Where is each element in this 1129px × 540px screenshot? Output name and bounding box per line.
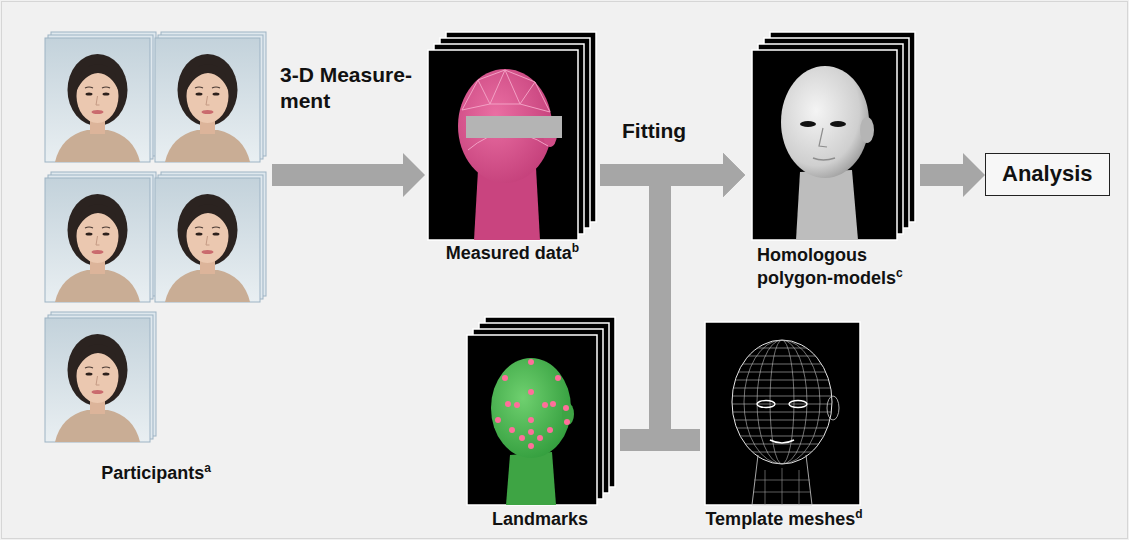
arrow-shaft [620,175,723,440]
homologous-model-stack [752,32,915,240]
homologous-model-panel: Homologous polygon-modelsc [745,28,920,291]
caption-text: Template meshes [705,509,855,529]
image-area [40,30,272,462]
caption-text: Landmarks [492,509,588,529]
arrow-shaft [920,164,963,186]
footnote-mark: c [896,266,903,280]
image-area [700,318,868,508]
caption: Participantsa [40,462,272,485]
step-label: 3-D Measure- ment [280,62,420,115]
caption-text: Participants [101,463,204,483]
arrow-head [723,153,745,197]
arrow-shaft [660,175,723,440]
caption: Analysis [1002,160,1093,189]
caption: Homologous polygon-modelsc [745,244,920,291]
caption-text: Homologous polygon-models [757,245,896,288]
caption: Landmarks [460,508,620,531]
participants-panel: Participantsa [40,30,272,485]
caption: Template meshesd [700,508,868,531]
footnote-mark: a [204,461,211,475]
participant-photos [45,32,266,442]
image-area [425,28,600,242]
measured-scan-stack [428,32,596,240]
landmarks-panel: Landmarks [460,313,620,531]
caption-text: Measured data [446,243,572,263]
arrow-head [723,153,745,197]
arrow-head [963,153,985,197]
image-area [745,28,920,244]
arrow-head [723,153,745,197]
caption: Measured datab [425,242,600,265]
measured-data-panel: Measured datab [425,28,600,265]
caption-text: Analysis [1002,161,1093,186]
step-label: Fitting [622,118,686,144]
arrow-head [403,153,425,197]
landmark-model-stack [467,317,615,505]
block-arrow [660,153,745,440]
block-arrow [620,153,745,440]
footnote-mark: d [855,507,862,521]
template-mesh-panel: Template meshesd [700,318,868,531]
analysis-box: Analysis [985,153,1110,196]
image-area [460,313,620,508]
block-arrow [920,153,985,197]
arrow-shaft [272,164,403,186]
template-mesh-image [705,322,860,505]
block-arrow [272,153,425,197]
footnote-mark: b [572,241,579,255]
